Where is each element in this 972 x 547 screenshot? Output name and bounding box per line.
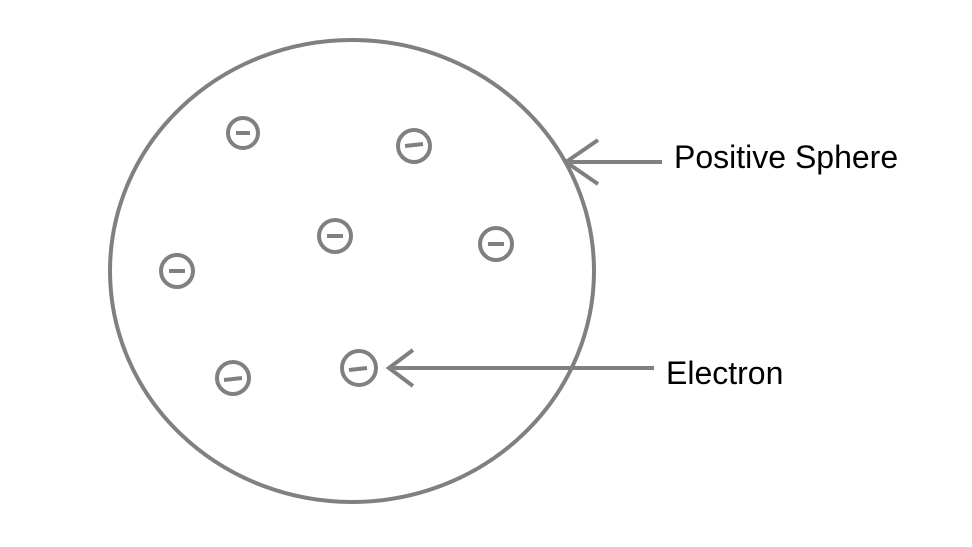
electron: [396, 128, 432, 164]
positive-sphere: [108, 38, 596, 504]
positive-sphere-arrow: [562, 138, 662, 186]
electron: [340, 349, 378, 387]
positive-sphere-label: Positive Sphere: [674, 139, 899, 175]
electron: [159, 253, 195, 289]
electron: [215, 360, 251, 396]
electron-arrow: [385, 348, 654, 388]
electron: [478, 226, 514, 262]
electron-label: Electron: [666, 355, 784, 391]
electron: [226, 116, 260, 150]
electron: [317, 218, 353, 254]
